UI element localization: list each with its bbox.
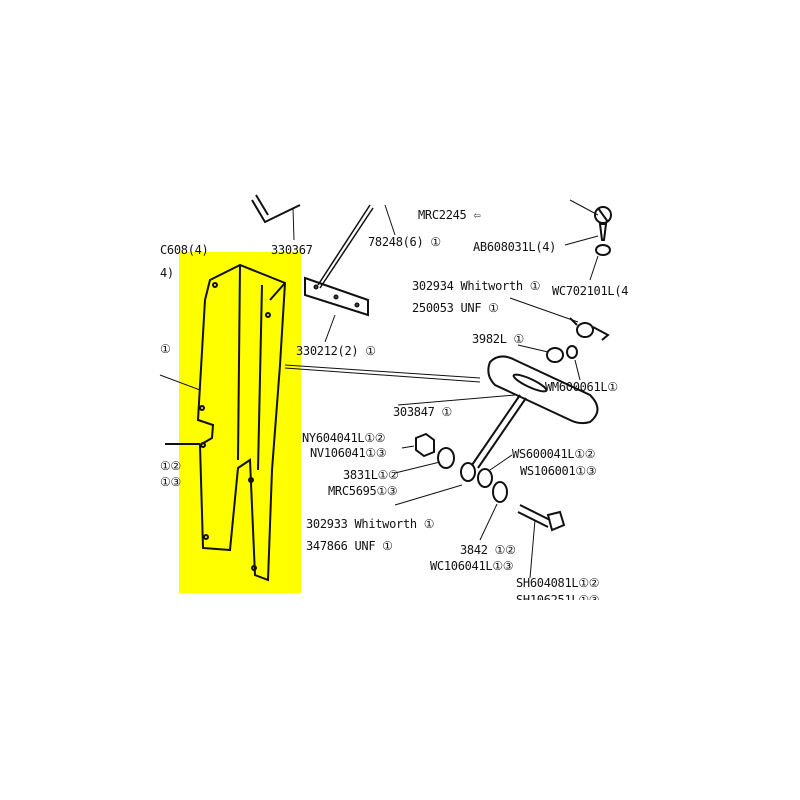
label-ws106001: WS106001①③ — [520, 464, 597, 478]
label-347866: 347866 UNF ① — [306, 539, 393, 553]
label-wc702101l: WC702101L(4 — [552, 284, 629, 298]
label-303847: 303847 ① — [393, 405, 452, 419]
washer-3982l — [546, 347, 564, 363]
label-78248: 78248(6) ① — [368, 235, 441, 249]
washer-3842 — [492, 481, 508, 503]
part-330367 — [251, 194, 301, 224]
washer-3831l — [437, 447, 455, 469]
spring-washer-ws600041l — [477, 468, 493, 488]
label-mrc5695: MRC5695①③ — [328, 484, 398, 498]
label-sh604081l: SH604081L①② — [516, 576, 600, 590]
label-c608-cont: 4) — [160, 266, 174, 280]
label-left-2: ①② — [160, 459, 181, 473]
label-330367: 330367 — [271, 243, 313, 257]
screw-ab608031l — [594, 206, 612, 256]
label-left-3: ①③ — [160, 475, 181, 489]
label-250053: 250053 UNF ① — [412, 301, 499, 315]
label-mrc2245: MRC2245 ⇦ — [418, 208, 481, 222]
nut-ny604041l — [415, 432, 435, 458]
washer-wm600061l — [566, 345, 578, 359]
label-ny604041l: NY604041L①② — [302, 431, 386, 445]
label-ab608031l: AB608031L(4) — [473, 240, 557, 254]
part-303847-link — [487, 355, 599, 425]
label-ws600041l: WS600041L①② — [512, 447, 596, 461]
mudflap-bracket — [196, 263, 287, 582]
label-wc106041l: WC106041L①③ — [430, 559, 514, 573]
label-sh106251l: SH106251L①③ — [516, 593, 600, 600]
label-302934: 302934 Whitworth ① — [412, 279, 541, 293]
label-302933: 302933 Whitworth ① — [306, 517, 435, 531]
bolt-sh604081l — [517, 504, 566, 532]
label-3982l: 3982L ① — [472, 332, 525, 346]
label-330212: 330212(2) ① — [296, 344, 376, 358]
label-nv106041: NV106041①③ — [310, 446, 387, 460]
label-left-1: ① — [160, 342, 171, 356]
part-78248-rod — [317, 204, 374, 289]
bolt-302933 — [471, 394, 527, 469]
label-3842: 3842 ①② — [460, 543, 516, 557]
label-wm600061l: WM600061L① — [545, 380, 618, 394]
part-330212-plate — [304, 276, 369, 317]
label-3831l: 3831L①② — [343, 468, 399, 482]
label-c608: C608(4) — [160, 243, 209, 257]
